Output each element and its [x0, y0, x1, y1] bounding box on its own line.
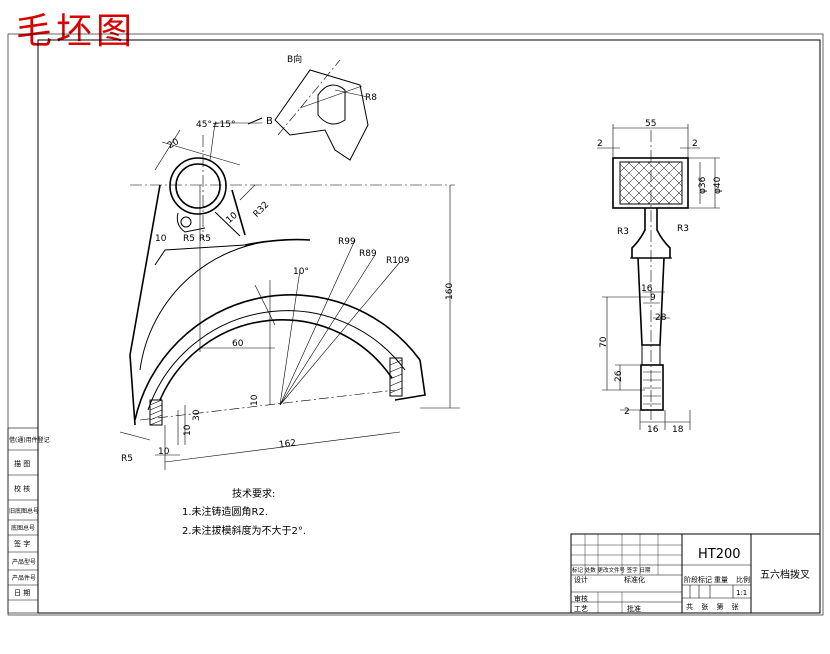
dim-phi36: φ36: [698, 176, 708, 194]
dim-r3: R3: [677, 224, 689, 234]
scale-value: 1:1: [736, 589, 747, 597]
dim-2: 2: [624, 407, 630, 417]
dim-r5: R5: [199, 234, 211, 244]
std-label: 标准化: [624, 575, 645, 584]
strip-label: 产品型号: [12, 558, 36, 566]
dim-60: 60: [232, 339, 244, 349]
sheet-text: 共 张 第 张: [686, 602, 739, 611]
process-label: 工艺: [574, 605, 588, 613]
dim-18: 18: [672, 425, 684, 435]
fork-side-view: 55 2 2 φ36 φ40 R3 R3 16 9 28 70 26 2 16 …: [597, 119, 723, 435]
left-record-strip: 借(通)用件登记 描 图 校 核 旧底图总号 底图总号 签 字 产品型号 产品件…: [7, 427, 50, 614]
review-label: 审核: [574, 594, 588, 603]
dim-r5: R5: [183, 234, 195, 244]
b-view-detail: B向 R8 B: [247, 53, 377, 161]
dim-r5: R5: [121, 454, 133, 464]
dim-26: 26: [614, 370, 624, 382]
dim-162: 162: [278, 438, 296, 450]
title-block: HT200 五六档拨叉 标记 处数 更改文件号 签字 日期 设计 标准化 审核 …: [570, 533, 821, 614]
dim-160: 160: [445, 283, 455, 300]
dim-9: 9: [650, 293, 656, 303]
approve-label: 批准: [627, 604, 641, 613]
scale-label: 比例: [736, 575, 750, 584]
dim-2: 2: [692, 139, 698, 149]
dim-30: 30: [192, 409, 202, 421]
notes-heading: 技术要求:: [232, 487, 275, 500]
technical-notes: 技术要求: 1.未注铸造圆角R2. 2.未注拔模斜度为不大于2°.: [182, 487, 306, 537]
dim-r99: R99: [338, 237, 356, 247]
dim-r3: R3: [617, 227, 629, 237]
angle-10: 10°: [293, 267, 309, 277]
strip-label: 日 期: [14, 589, 30, 597]
hub-bore-circle: [175, 163, 221, 209]
dim-10: 10: [155, 234, 167, 244]
sheet-border: [7, 33, 824, 616]
stage-label: 阶段标记: [684, 575, 712, 584]
strip-label: 底图总号: [11, 524, 35, 532]
strip-label: 描 图: [14, 459, 30, 468]
dim-10: 10: [183, 424, 193, 436]
dim-r109: R109: [386, 256, 410, 266]
dim-28: 28: [655, 313, 667, 323]
dim-10: 10: [250, 394, 260, 406]
dim-55: 55: [645, 119, 656, 129]
blank-drawing-stamp: 毛坯图: [16, 11, 137, 52]
fork-main-view: 45°±15° 20 R32 10 R5 R5 10 R99 R89 R109 …: [119, 120, 460, 470]
dim-70: 70: [599, 336, 609, 348]
dim-r32: R32: [252, 200, 272, 220]
strip-label: 借(通)用件登记: [9, 436, 50, 444]
dim-10: 10: [158, 447, 170, 457]
strip-label: 校 核: [14, 484, 30, 493]
strip-label: 签 字: [14, 539, 30, 548]
strip-label: 产品件号: [12, 574, 36, 582]
strip-label: 旧底图总号: [9, 507, 39, 515]
material: HT200: [698, 547, 741, 562]
notes-line-2: 2.未注拔模斜度为不大于2°.: [182, 524, 306, 537]
dim-16: 16: [641, 284, 653, 294]
dim-r89: R89: [359, 249, 377, 259]
weight-label: 重量: [714, 576, 728, 584]
dim-r8: R8: [365, 93, 377, 103]
dim-2: 2: [597, 139, 603, 149]
design-label: 设计: [574, 575, 588, 584]
part-name: 五六档拨叉: [760, 568, 810, 581]
section-label: B: [266, 116, 273, 127]
revision-header: 标记 处数 更改文件号 签字 日期: [572, 566, 651, 574]
angle-dim: 45°±15°: [196, 120, 235, 130]
notes-line-1: 1.未注铸造圆角R2.: [182, 505, 268, 518]
view-label: B向: [287, 53, 302, 65]
dim-phi40: φ40: [713, 176, 723, 194]
drawing-frame: [37, 39, 821, 614]
dim-16: 16: [647, 425, 659, 435]
